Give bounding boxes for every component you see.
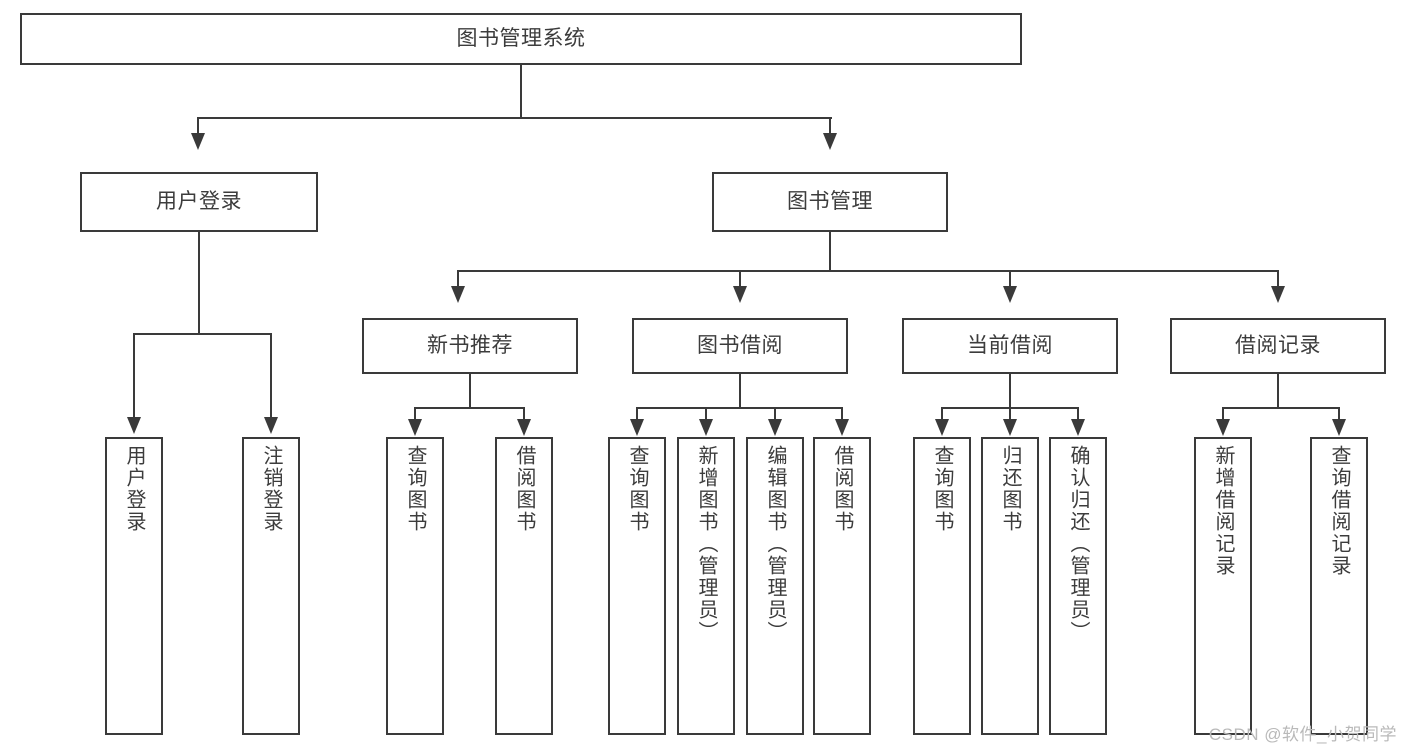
leaf-rec-query-book[interactable]: 查询图书 [386,437,444,735]
leaf-borrow-query-book[interactable]: 查询图书 [608,437,666,735]
leaf-records-add[interactable]: 新增借阅记录 [1194,437,1252,735]
connector-current-stem [1009,374,1011,408]
node-borrow-records-label: 借阅记录 [1235,333,1321,357]
arrow-cur-query [935,419,949,436]
node-book-borrow[interactable]: 图书借阅 [632,318,848,374]
leaf-borrow-add-book-label: 新增图书（管理员） [695,445,717,643]
node-new-recommend[interactable]: 新书推荐 [362,318,578,374]
connector-drop-bor-add [705,407,707,421]
connector-drop-cur-return [1009,407,1011,421]
node-current-borrow[interactable]: 当前借阅 [902,318,1118,374]
leaf-current-return-book-label: 归还图书 [999,445,1021,533]
leaf-records-query-label: 查询借阅记录 [1328,445,1350,577]
arrow-log-add [1216,419,1230,436]
connector-drop-log-add [1222,407,1224,421]
leaf-borrow-query-book-label: 查询图书 [626,445,648,533]
connector-drop-bor-edit [774,407,776,421]
leaf-borrow-add-book[interactable]: 新增图书（管理员） [677,437,735,735]
leaf-borrow-lend-book-label: 借阅图书 [831,445,853,533]
leaf-current-confirm-return[interactable]: 确认归还（管理员） [1049,437,1107,735]
arrow-bor-edit [768,419,782,436]
connector-user-login-stem [198,232,200,334]
connector-drop-new-rec [457,270,459,288]
connector-drop-cur-confirm [1077,407,1079,421]
connector-drop-borrow [739,270,741,288]
connector-borrow-stem [739,374,741,408]
connector-book-mgmt-stem [829,232,831,272]
leaf-logout-label: 注销登录 [260,445,282,533]
leaf-rec-borrow-book-label: 借阅图书 [513,445,535,533]
node-user-login-label: 用户登录 [156,189,242,213]
connector-drop-logout [270,333,272,419]
node-root[interactable]: 图书管理系统 [20,13,1022,65]
arrow-user-login [191,133,205,150]
node-book-mgmt-label: 图书管理 [787,189,873,213]
connector-level2-bus [198,117,832,119]
node-borrow-records[interactable]: 借阅记录 [1170,318,1386,374]
node-current-borrow-label: 当前借阅 [967,333,1053,357]
connector-new-rec-bus [415,407,525,409]
connector-drop-log-query [1338,407,1340,421]
arrow-cur-return [1003,419,1017,436]
node-root-label: 图书管理系统 [456,26,586,50]
connector-drop-book-mgmt [829,117,831,135]
arrow-log-query [1332,419,1346,436]
leaf-records-query[interactable]: 查询借阅记录 [1310,437,1368,735]
leaf-borrow-edit-book[interactable]: 编辑图书（管理员） [746,437,804,735]
arrow-logout [264,417,278,434]
leaf-records-add-label: 新增借阅记录 [1212,445,1234,577]
connector-borrow-bus [637,407,843,409]
connector-new-rec-stem [469,374,471,408]
arrow-login [127,417,141,434]
arrow-borrow [733,286,747,303]
connector-user-login-bus [134,333,272,335]
arrow-rec-borrow [517,419,531,436]
arrow-book-mgmt [823,133,837,150]
connector-drop-records [1277,270,1279,288]
connector-drop-current [1009,270,1011,288]
leaf-current-return-book[interactable]: 归还图书 [981,437,1039,735]
connector-drop-rec-query [414,407,416,421]
leaf-user-login-label: 用户登录 [123,445,145,533]
leaf-current-confirm-return-label: 确认归还（管理员） [1067,445,1089,643]
leaf-logout[interactable]: 注销登录 [242,437,300,735]
arrow-bor-lend [835,419,849,436]
arrow-bor-query [630,419,644,436]
connector-level3-bus [458,270,1279,272]
connector-records-bus [1223,407,1340,409]
node-user-login[interactable]: 用户登录 [80,172,318,232]
connector-drop-bor-query [636,407,638,421]
connector-drop-user-login [197,117,199,135]
leaf-borrow-edit-book-label: 编辑图书（管理员） [764,445,786,643]
arrow-records [1271,286,1285,303]
node-new-recommend-label: 新书推荐 [427,333,513,357]
connector-drop-rec-borrow [523,407,525,421]
leaf-current-query-book[interactable]: 查询图书 [913,437,971,735]
leaf-borrow-lend-book[interactable]: 借阅图书 [813,437,871,735]
leaf-current-query-book-label: 查询图书 [931,445,953,533]
connector-records-stem [1277,374,1279,408]
node-book-borrow-label: 图书借阅 [697,333,783,357]
connector-drop-bor-lend [841,407,843,421]
arrow-bor-add [699,419,713,436]
arrow-rec-query [408,419,422,436]
leaf-rec-borrow-book[interactable]: 借阅图书 [495,437,553,735]
arrow-new-rec [451,286,465,303]
connector-drop-cur-query [941,407,943,421]
connector-drop-login [133,333,135,419]
arrow-current [1003,286,1017,303]
connector-root-stem [520,65,522,118]
leaf-user-login[interactable]: 用户登录 [105,437,163,735]
leaf-rec-query-book-label: 查询图书 [404,445,426,533]
node-book-mgmt[interactable]: 图书管理 [712,172,948,232]
arrow-cur-confirm [1071,419,1085,436]
